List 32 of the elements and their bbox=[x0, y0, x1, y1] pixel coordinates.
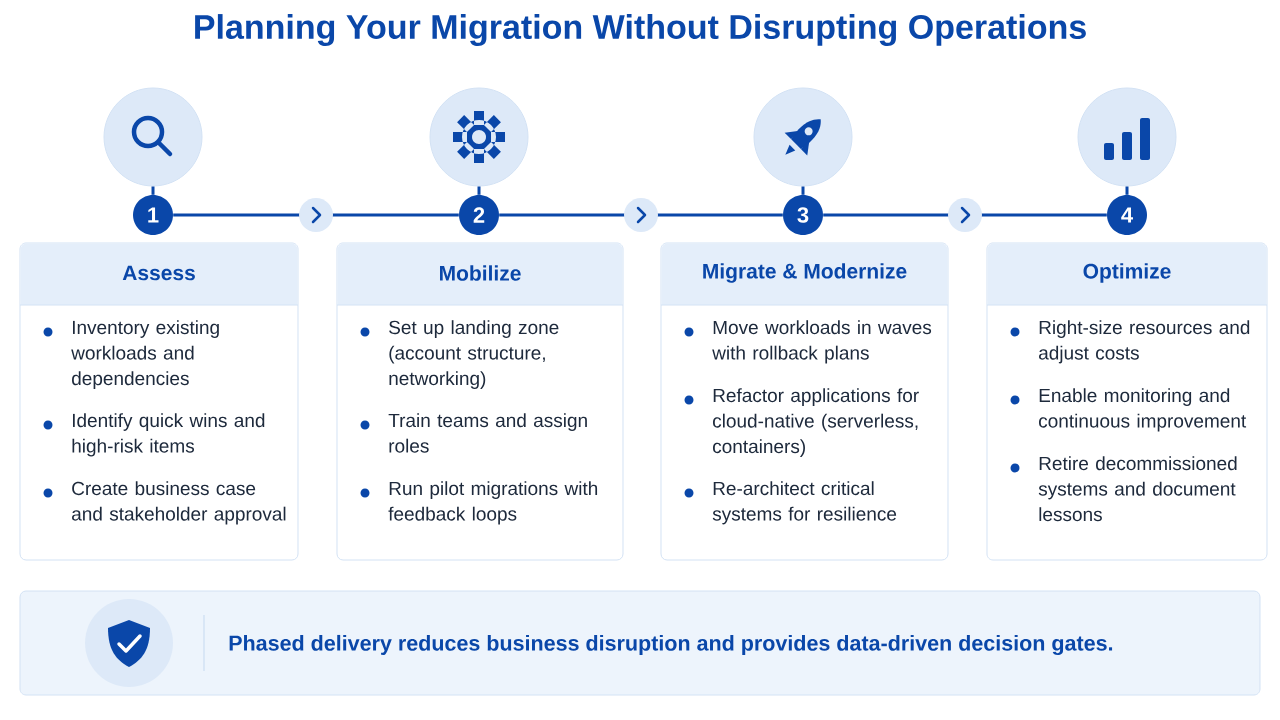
bullet-text: Enable monitoring and continuous improvement bbox=[1039, 388, 1247, 432]
bullet-text: Train teams and assign roles bbox=[388, 413, 587, 453]
bullet-text: Inventory existing workloads and dependencies bbox=[71, 320, 219, 389]
connector-line bbox=[173, 198, 459, 232]
connector-line bbox=[801, 186, 805, 195]
card-heading: Migrate & Modernize bbox=[703, 263, 907, 283]
icon-circle bbox=[1077, 87, 1177, 187]
connector-line bbox=[151, 186, 155, 195]
icon-circle bbox=[103, 87, 203, 187]
connector-line bbox=[499, 198, 783, 232]
card-heading: Assess bbox=[122, 265, 195, 281]
title: Planning Your Migration Without Disrupting Operations bbox=[195, 14, 1086, 46]
bullet-text: Right-size resources and adjust costs bbox=[1039, 320, 1250, 364]
bullet-text: Identify quick wins and high-risk items bbox=[72, 413, 265, 457]
card-heading: Optimize bbox=[1083, 263, 1171, 283]
bullet-text: Set up landing zone (account structure, networking) bbox=[389, 320, 559, 389]
step-number: 4 bbox=[1107, 195, 1147, 235]
bullet-text: Move workloads in waves with rollback plans bbox=[712, 320, 932, 364]
bullet-text: Re-architect critical systems for resilience bbox=[712, 481, 897, 525]
bullet-text: Create business case and stakeholder approval bbox=[72, 481, 286, 525]
connector-line bbox=[823, 198, 1107, 232]
summary-text: Phased delivery reduces business disruption and provides data-driven decision gates. bbox=[229, 634, 1113, 656]
bullet-text: Refactor applications for cloud-native (serverless, containers) bbox=[713, 388, 919, 457]
bullet-text: Retire decommissioned systems and document lessons bbox=[1038, 456, 1237, 522]
step-number: 2 bbox=[459, 195, 499, 235]
bullet-text: Run pilot migrations with feedback loops bbox=[388, 481, 598, 525]
step-number: 1 bbox=[133, 195, 173, 235]
connector-line bbox=[477, 186, 481, 195]
card-heading: Mobilize bbox=[440, 265, 521, 281]
icon-circle bbox=[753, 87, 853, 187]
connector-line bbox=[1125, 186, 1129, 195]
step-number: 3 bbox=[783, 195, 823, 235]
